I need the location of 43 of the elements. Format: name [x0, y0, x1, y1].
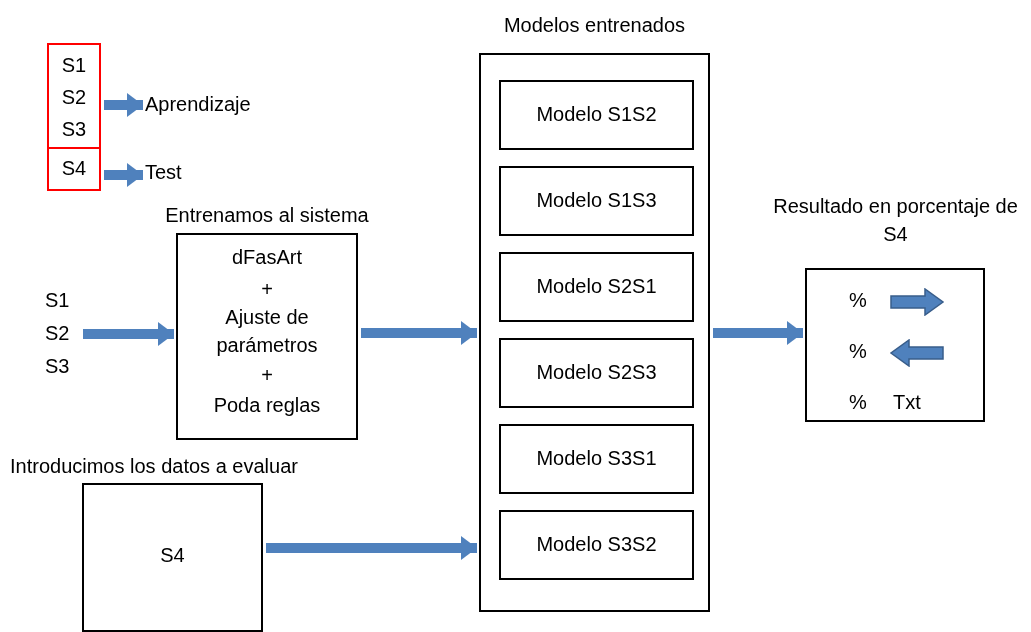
- block-arrow: [266, 536, 477, 560]
- block-arrow: [83, 322, 174, 346]
- node-label: Modelo S2S3: [535, 360, 658, 385]
- node-label: Modelo S3S1: [535, 446, 658, 471]
- node-label: Aprendizaje: [145, 92, 251, 117]
- node-label: S1: [60, 53, 88, 78]
- node-label: %: [849, 339, 867, 364]
- node-label: S3: [45, 354, 70, 379]
- node-heading: Resultado en porcentaje de S4: [773, 194, 1018, 247]
- block-arrow: [713, 321, 803, 345]
- node-label: %: [849, 288, 867, 313]
- block-arrow: [104, 93, 143, 117]
- node-label: Modelo S1S2: [535, 102, 658, 127]
- node-label: S4: [159, 543, 186, 568]
- model-box: [499, 166, 694, 236]
- node-label: Txt: [893, 390, 921, 415]
- model-box: [499, 510, 694, 580]
- test-set-box: [47, 147, 101, 191]
- node-label: S4: [60, 156, 88, 181]
- node-label: Modelo S3S2: [535, 532, 658, 557]
- model-box: [499, 424, 694, 494]
- node-label: dFasArt: [231, 245, 303, 270]
- node-label: Poda reglas: [212, 393, 322, 418]
- node-heading: Introducimos los datos a evaluar: [10, 454, 298, 479]
- node-label: +: [260, 277, 274, 302]
- node-label: S2: [45, 321, 70, 346]
- node-label: Test: [145, 160, 182, 185]
- node-label: Modelo S2S1: [535, 274, 658, 299]
- model-box: [499, 80, 694, 150]
- block-arrow: [361, 321, 477, 345]
- training-set-box: [47, 43, 101, 149]
- node-label: S1: [45, 288, 70, 313]
- block-arrow: [104, 163, 143, 187]
- node-heading: Entrenamos al sistema: [164, 203, 370, 228]
- node-label: S3: [60, 117, 88, 142]
- model-box: [499, 252, 694, 322]
- node-label: Modelo S1S3: [535, 188, 658, 213]
- node-label: +: [260, 363, 274, 388]
- node-label: Ajuste de parámetros: [215, 305, 319, 358]
- node-label: S2: [60, 85, 88, 110]
- model-box: [499, 338, 694, 408]
- node-label: %: [849, 390, 867, 415]
- node-heading: Modelos entrenados: [502, 13, 687, 38]
